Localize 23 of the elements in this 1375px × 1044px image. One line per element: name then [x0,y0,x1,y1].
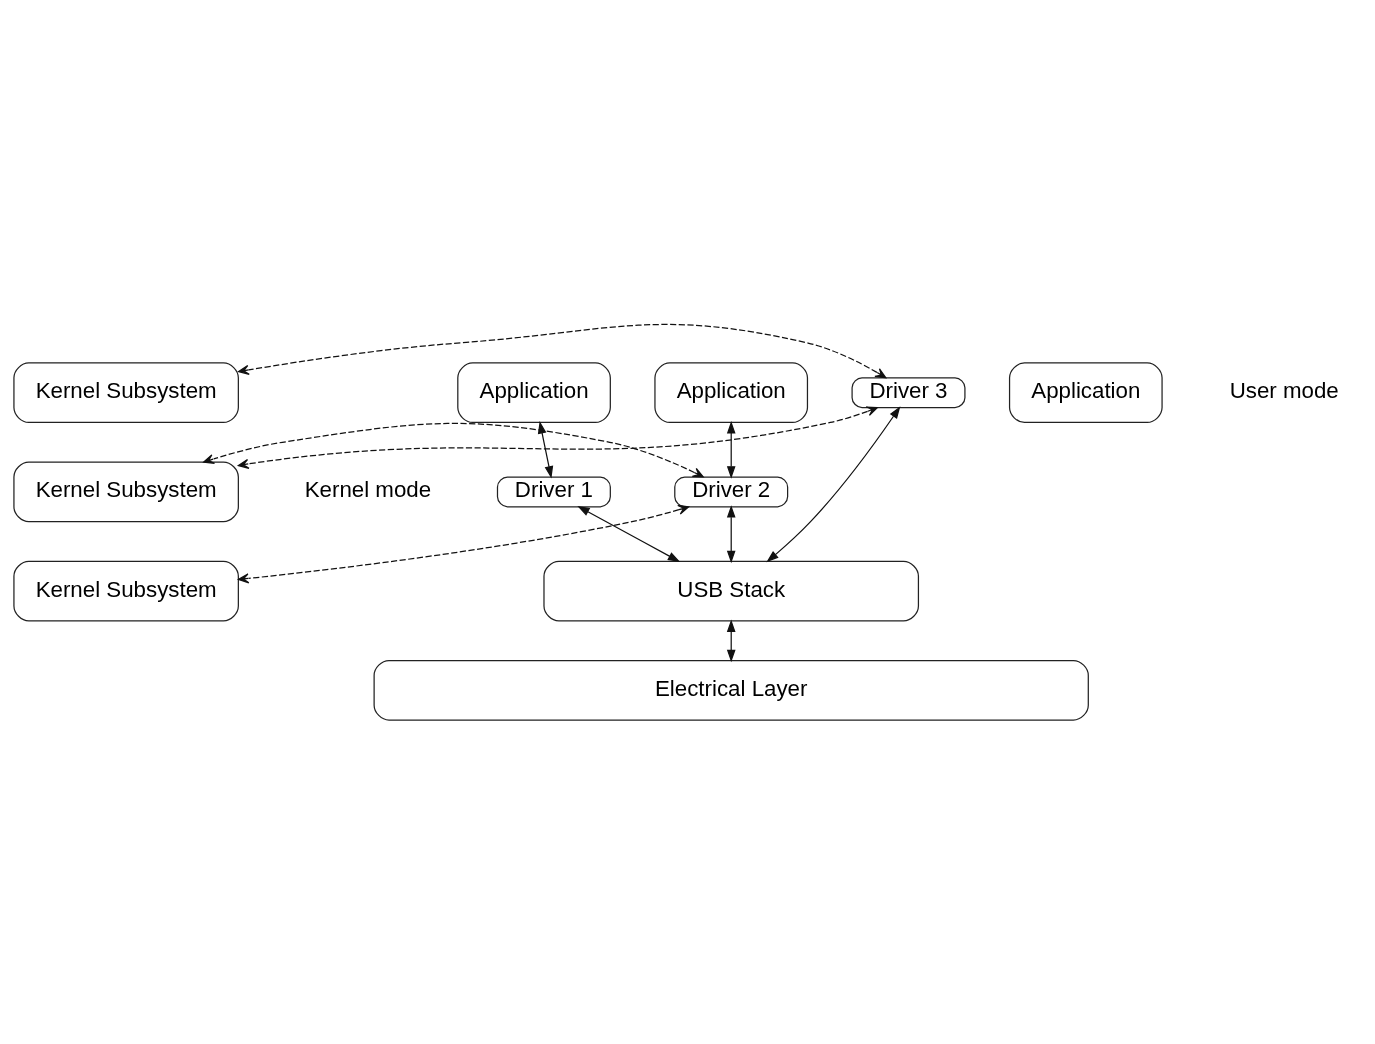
arrow [238,323,887,379]
node-box: Kernel Subsystem [13,461,239,523]
node-box: Application [654,362,809,424]
arrow [766,406,901,563]
arrow [726,421,736,479]
arrow [726,505,736,564]
node-box: Driver 1 [496,476,611,508]
node-box: USB Stack [543,560,920,622]
node-box: Driver 2 [674,476,789,508]
node-box: Application [1008,362,1163,424]
node-box: Application [457,362,611,424]
label: User mode [1229,378,1339,404]
node-box: Kernel Subsystem [13,560,239,622]
arrow [237,504,690,584]
node-box: Electrical Layer [373,659,1089,721]
node-box: Kernel Subsystem [13,362,239,424]
arrow [237,406,878,469]
label: Kernel mode [304,477,432,503]
arrow [537,421,554,479]
arrow [726,619,736,663]
node-box: Driver 3 [851,377,966,409]
arrow [203,422,704,478]
arrow [577,505,681,563]
